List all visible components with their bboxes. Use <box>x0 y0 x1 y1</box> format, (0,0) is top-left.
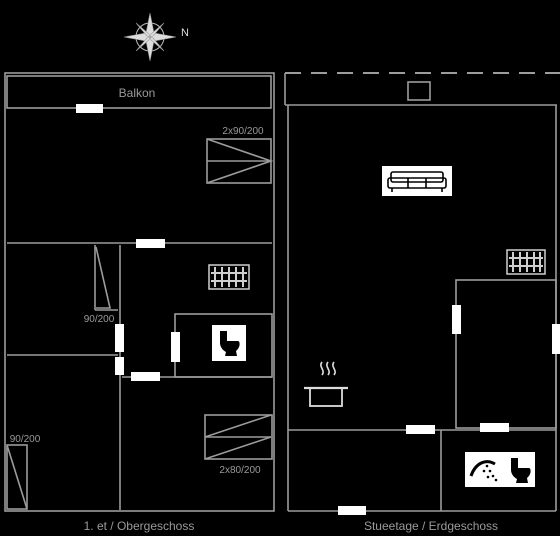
bed-size-label: 2x80/200 <box>219 465 261 476</box>
ground-floor-plan <box>284 72 560 512</box>
bed-icon <box>206 138 274 184</box>
balcony-label: Balkon <box>119 86 156 100</box>
bed-size-label: 90/200 <box>84 314 115 325</box>
cooking-pot-icon <box>304 361 348 407</box>
bed-icon <box>95 246 112 309</box>
ground-floor-caption: Stueetage / Erdgeschoss <box>364 519 498 533</box>
upper-floor-caption: 1. et / Obergeschoss <box>84 519 195 533</box>
upper-floor-doors <box>76 104 180 381</box>
compass-north-label: N <box>181 27 189 39</box>
toilet-icon <box>212 325 246 361</box>
radiator-icon <box>506 249 546 275</box>
bed-icon <box>6 444 28 510</box>
sofa-icon <box>382 166 452 196</box>
radiator-icon <box>208 264 250 290</box>
bed-size-label: 90/200 <box>10 434 41 445</box>
upper-floor-beds <box>6 138 274 510</box>
bed-size-label: 2x90/200 <box>222 126 264 137</box>
ground-floor-doors <box>338 305 560 515</box>
toilet-icon <box>511 458 531 483</box>
bed-icon <box>204 414 273 460</box>
compass-rose-icon <box>123 12 177 62</box>
